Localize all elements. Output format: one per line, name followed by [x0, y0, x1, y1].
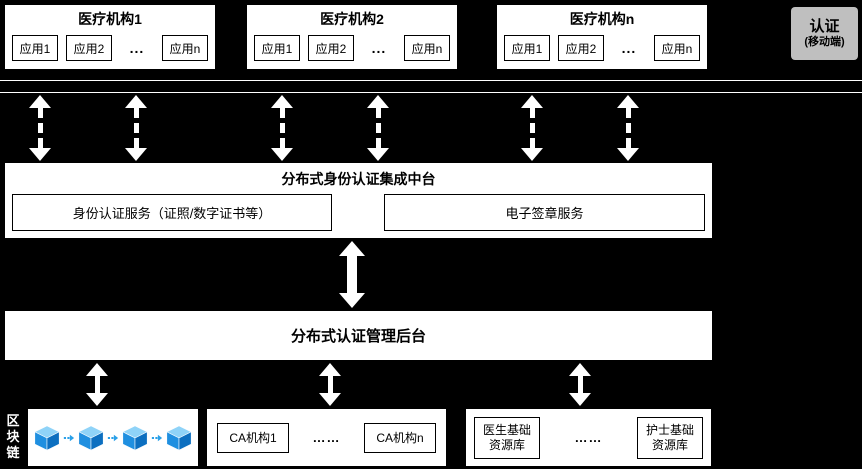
apps-row: 应用1 应用2 ... 应用n	[5, 29, 215, 61]
dashed-double-arrow-icon	[125, 95, 147, 161]
management-backend-box: 分布式认证管理后台	[5, 311, 712, 360]
dashed-double-arrow-icon	[86, 363, 108, 406]
resource-group-box: 医生基础 资源库 …… 护士基础 资源库	[466, 409, 711, 466]
ca-item-box: CA机构n	[364, 422, 436, 453]
arrow-head-up	[339, 241, 365, 256]
app-box: 应用n	[162, 35, 208, 61]
arrow-head-down	[86, 393, 108, 406]
doctor-resource-box: 医生基础 资源库	[474, 416, 540, 459]
blockchain-cube-icon	[122, 424, 148, 451]
blockchain-cube-icon	[78, 424, 104, 451]
arrow-dashed-stem	[37, 108, 43, 148]
arrow-head-up	[125, 95, 147, 108]
arrow-solid-stem	[347, 256, 357, 293]
arrow-head-down	[339, 293, 365, 308]
arrow-head-up	[521, 95, 543, 108]
institution-box-n: 医疗机构n 应用1 应用2 ... 应用n	[497, 5, 707, 69]
blockchain-label: 区块链	[6, 413, 20, 460]
ca-item-box: CA机构1	[217, 422, 289, 453]
arrow-head-up	[367, 95, 389, 108]
arrow-head-up	[86, 363, 108, 376]
doctor-resource-line1: 医生基础	[482, 422, 531, 437]
blockchain-box	[28, 409, 198, 466]
nurse-resource-box: 护士基础 资源库	[637, 416, 703, 459]
apps-row: 应用1 应用2 ... 应用n	[497, 29, 707, 61]
arrow-dashed-stem	[327, 376, 333, 393]
doctor-resource-line2: 资源库	[488, 437, 525, 452]
auth-mobile-badge: 认证 (移动端)	[791, 7, 858, 60]
arrow-head-up	[271, 95, 293, 108]
double-arrow-icon	[339, 241, 365, 308]
arrow-head-down	[569, 393, 591, 406]
dashed-double-arrow-icon	[569, 363, 591, 406]
institution-title: 医疗机构n	[569, 11, 635, 27]
apps-ellipsis: ...	[129, 40, 145, 56]
app-box: 应用1	[12, 35, 58, 61]
arrow-head-up	[319, 363, 341, 376]
chain-link-arrow-icon	[107, 434, 119, 441]
auth-badge-line1: 认证	[809, 18, 840, 35]
apps-row: 应用1 应用2 ... 应用n	[247, 29, 457, 61]
dashed-double-arrow-icon	[521, 95, 543, 161]
identity-service-box: 身份认证服务（证照/数字证书等）	[12, 194, 332, 231]
apps-ellipsis: ...	[371, 40, 387, 56]
ca-group-box: CA机构1 …… CA机构n	[207, 409, 446, 466]
arrow-dashed-stem	[279, 108, 285, 148]
arrow-head-down	[521, 148, 543, 161]
arrow-dashed-stem	[94, 376, 100, 393]
signature-service-box: 电子签章服务	[384, 194, 705, 231]
arrow-dashed-stem	[625, 108, 631, 148]
app-box: 应用2	[558, 35, 604, 61]
app-box: 应用n	[654, 35, 700, 61]
arrow-head-up	[617, 95, 639, 108]
arrow-head-down	[367, 148, 389, 161]
institution-box-1: 医疗机构1 应用1 应用2 ... 应用n	[5, 5, 215, 69]
dashed-double-arrow-icon	[617, 95, 639, 161]
blockchain-cube-icon	[34, 424, 60, 451]
arrow-dashed-stem	[375, 108, 381, 148]
dashed-double-arrow-icon	[319, 363, 341, 406]
integration-platform-box: 分布式身份认证集成中台 身份认证服务（证照/数字证书等） 电子签章服务	[5, 163, 712, 238]
app-box: 应用2	[308, 35, 354, 61]
app-box: 应用1	[504, 35, 550, 61]
app-box: 应用1	[254, 35, 300, 61]
apps-ellipsis: ...	[621, 40, 637, 56]
dashed-double-arrow-icon	[271, 95, 293, 161]
arrow-head-down	[271, 148, 293, 161]
arrow-dashed-stem	[577, 376, 583, 393]
management-backend-title: 分布式认证管理后台	[290, 328, 426, 345]
institution-title: 医疗机构2	[320, 11, 384, 27]
ca-ellipsis: ……	[312, 430, 341, 445]
resource-ellipsis: ……	[574, 430, 603, 445]
institution-title: 医疗机构1	[78, 11, 142, 27]
blockchain-cube-icon	[166, 424, 192, 451]
arrow-head-up	[569, 363, 591, 376]
dashed-double-arrow-icon	[29, 95, 51, 161]
dashed-double-arrow-icon	[367, 95, 389, 161]
integration-platform-title: 分布式身份认证集成中台	[281, 171, 436, 187]
chain-link-arrow-icon	[63, 434, 75, 441]
bus-bar	[0, 80, 862, 93]
app-box: 应用2	[66, 35, 112, 61]
arrow-head-down	[617, 148, 639, 161]
arrow-head-up	[29, 95, 51, 108]
arrow-dashed-stem	[133, 108, 139, 148]
arrow-head-down	[319, 393, 341, 406]
nurse-resource-line2: 资源库	[651, 437, 688, 452]
arrow-dashed-stem	[529, 108, 535, 148]
arrow-head-down	[29, 148, 51, 161]
auth-badge-line2: (移动端)	[804, 36, 845, 48]
institution-box-2: 医疗机构2 应用1 应用2 ... 应用n	[247, 5, 457, 69]
arrow-head-down	[125, 148, 147, 161]
app-box: 应用n	[404, 35, 450, 61]
nurse-resource-line1: 护士基础	[645, 422, 694, 437]
chain-link-arrow-icon	[151, 434, 163, 441]
